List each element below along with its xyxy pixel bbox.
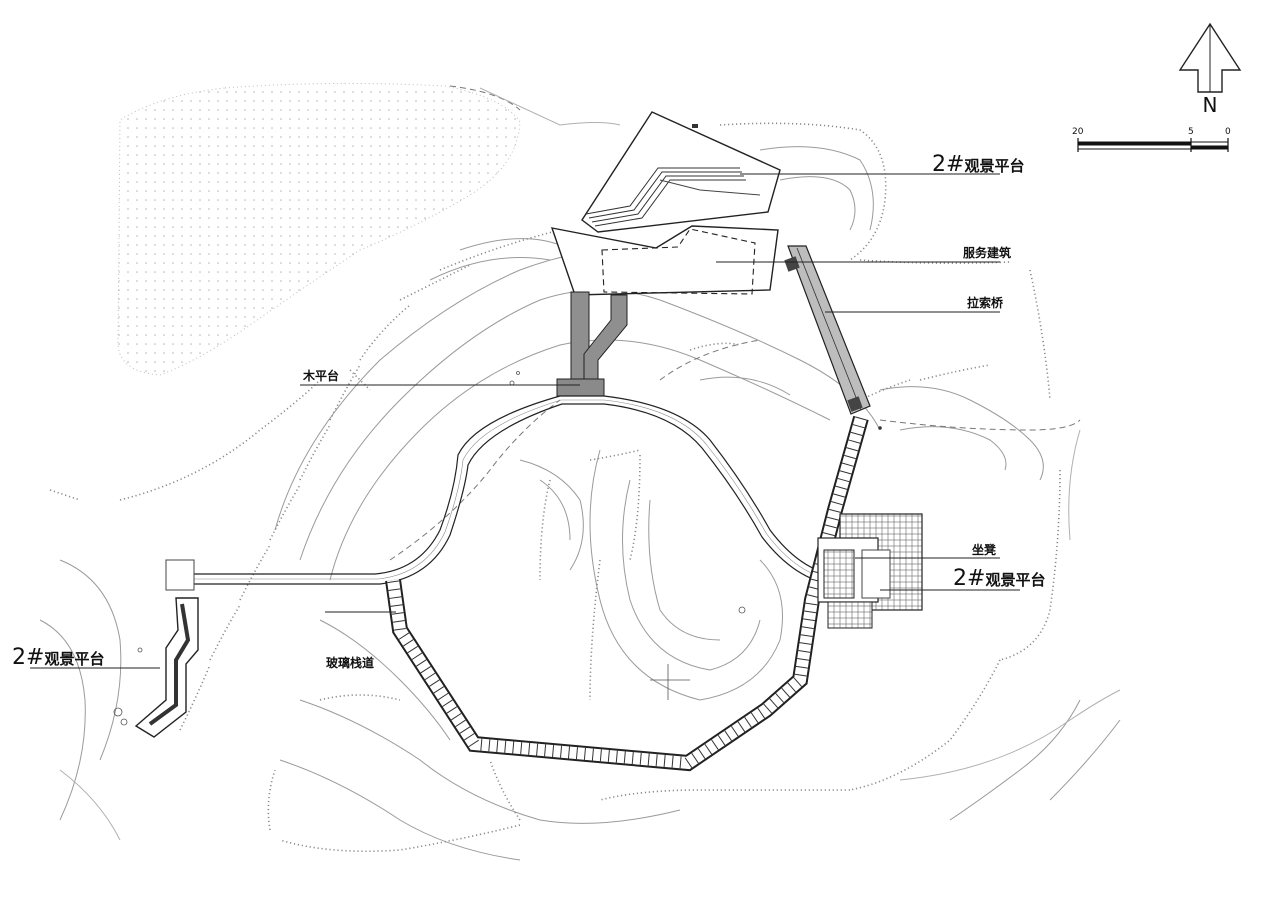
east-platform [817, 513, 923, 629]
label-glass-walkway: 玻璃栈道 [326, 656, 375, 670]
slope-hatching [49, 122, 1061, 853]
scale-label-20: 20 [1072, 127, 1084, 137]
curved-boardwalk [190, 395, 836, 586]
scale-label-5: 5 [1188, 127, 1194, 137]
detail-marks [113, 371, 882, 726]
label-bench: 坐凳 [972, 543, 997, 557]
north-arrow-icon [1178, 22, 1242, 93]
label-platform-left: 2#观景平台 [12, 647, 104, 669]
scale-label-0: 0 [1225, 127, 1231, 137]
label-platform-left-num: 2# [12, 645, 45, 670]
label-cable-bridge: 拉索桥 [967, 296, 1004, 310]
building-access-paths [570, 291, 628, 381]
label-platform-right-num: 2# [953, 566, 986, 591]
label-platform-right: 2#观景平台 [953, 568, 1045, 590]
cable-bridge [784, 245, 871, 415]
label-service-building: 服务建筑 [963, 246, 1012, 260]
scale-bar [1077, 138, 1229, 152]
service-building [550, 225, 779, 296]
leader-lines [30, 173, 1020, 669]
label-platform-right-text: 观景平台 [985, 571, 1046, 589]
north-letter: N [1202, 93, 1218, 117]
north-building [581, 111, 781, 233]
label-platform-top-num: 2# [932, 152, 965, 177]
west-platform [134, 559, 199, 738]
glass-walkway [385, 415, 869, 772]
label-platform-top-text: 观景平台 [964, 157, 1025, 175]
dashed-lines [389, 85, 1081, 561]
label-platform-left-text: 观景平台 [44, 650, 105, 668]
water-body [117, 82, 521, 376]
contour-lines [39, 146, 1121, 861]
site-lines [59, 87, 1121, 841]
label-wood-platform: 木平台 [303, 369, 340, 383]
label-platform-top: 2#观景平台 [932, 154, 1024, 176]
wood-platform [556, 378, 605, 397]
